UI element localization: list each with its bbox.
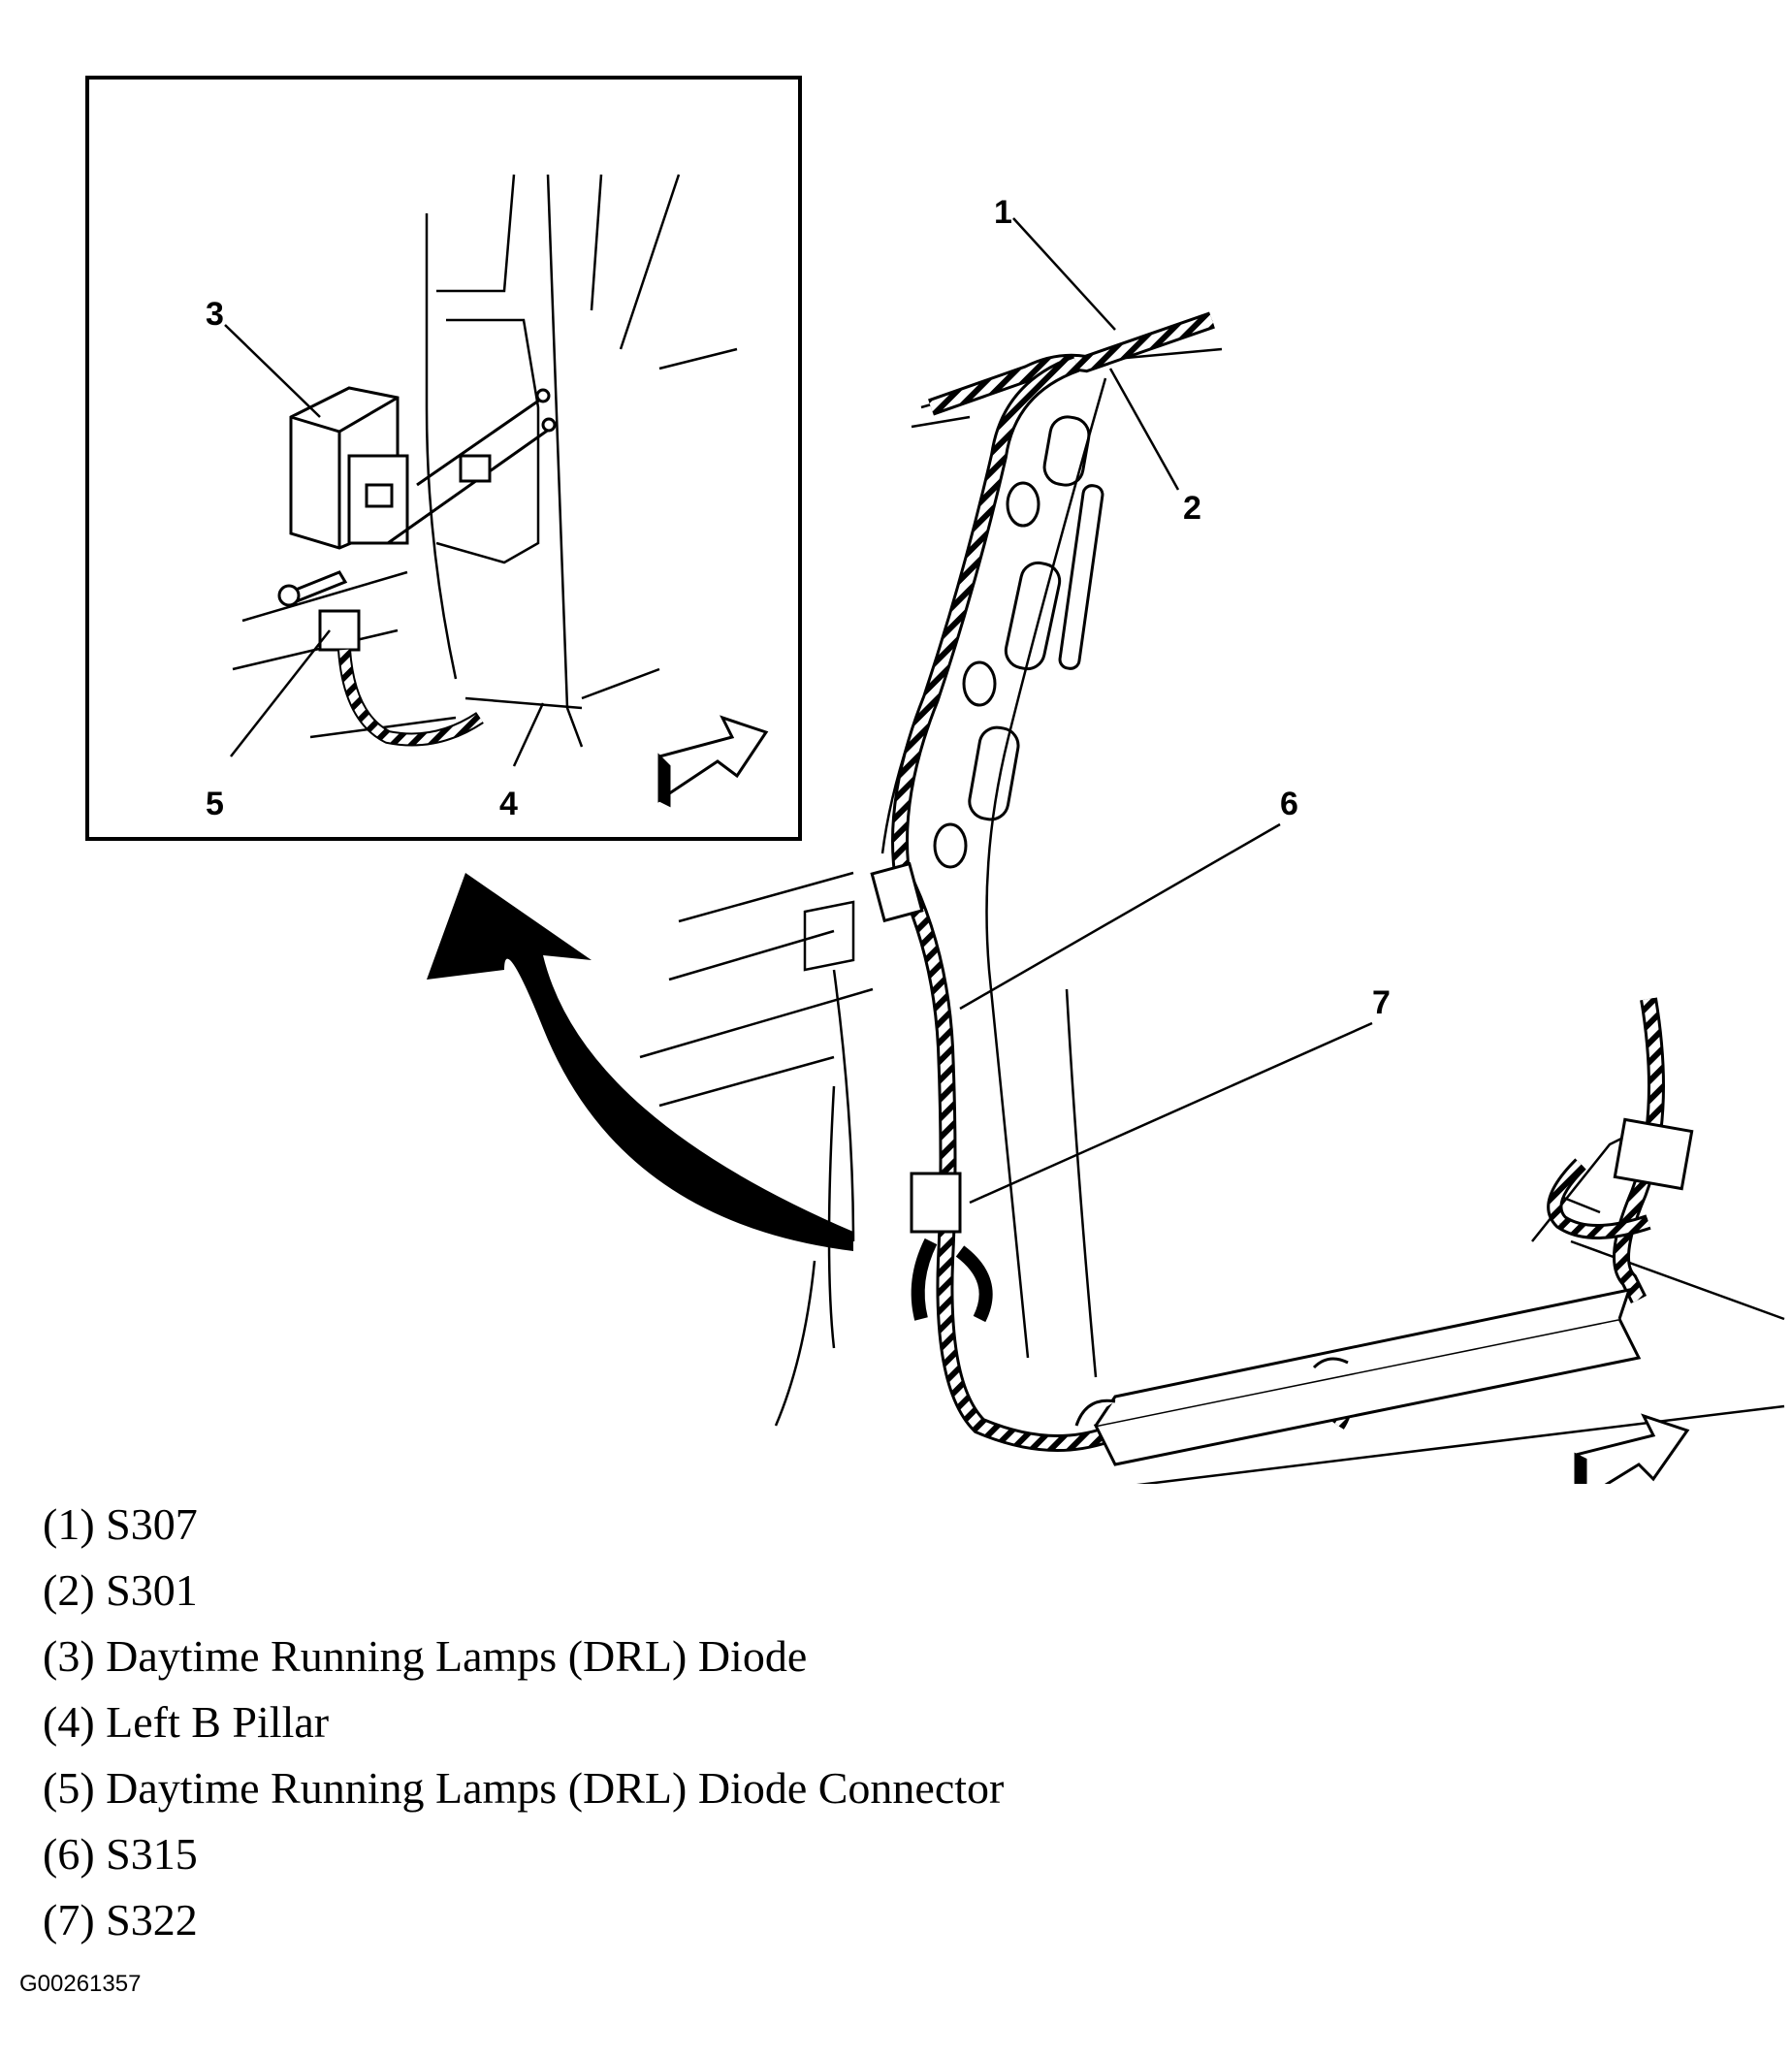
- inset-leader-lines: [224, 324, 545, 767]
- legend-item: (4) Left B Pillar: [43, 1697, 330, 1747]
- legend-item: (7) S322: [43, 1895, 198, 1945]
- callout-5: 5: [206, 786, 224, 822]
- callout-1: 1: [994, 194, 1012, 231]
- legend-item: (1) S307: [43, 1499, 198, 1549]
- legend-item: (3) Daytime Running Lamps (DRL) Diode: [43, 1631, 808, 1681]
- detail-inset: 3 5 4: [85, 76, 802, 841]
- drl-diode-module: [289, 386, 557, 550]
- legend-item: (2) S301: [43, 1565, 198, 1615]
- drl-diode-connector: [318, 609, 484, 747]
- front-direction-arrow: [1574, 1413, 1690, 1484]
- figure-id: G00261357: [19, 1971, 142, 1997]
- inset-pillar-outline: [232, 174, 738, 748]
- callout-3: 3: [206, 296, 224, 333]
- harness-retainers: [870, 861, 1694, 1234]
- detail-callout-arrow: [427, 873, 853, 1251]
- legend-item: (5) Daytime Running Lamps (DRL) Diode Co…: [43, 1763, 1005, 1813]
- callout-6: 6: [1280, 786, 1298, 822]
- wiring-harness-diagram: 3 5 4: [85, 76, 1785, 1484]
- callout-4: 4: [499, 786, 518, 822]
- rocker-conduit: [1074, 1288, 1642, 1466]
- inset-frame: [85, 76, 802, 841]
- legend-list: (1) S307 (2) S301 (3) Daytime Running La…: [43, 1492, 1004, 1953]
- callout-2: 2: [1183, 490, 1201, 527]
- inset-direction-arrow: [657, 715, 769, 808]
- callout-7: 7: [1372, 984, 1391, 1021]
- legend-item: (6) S315: [43, 1829, 198, 1879]
- main-leader-lines: [959, 217, 1373, 1205]
- pillar-openings: [933, 415, 1104, 869]
- mounting-bolt: [277, 570, 348, 607]
